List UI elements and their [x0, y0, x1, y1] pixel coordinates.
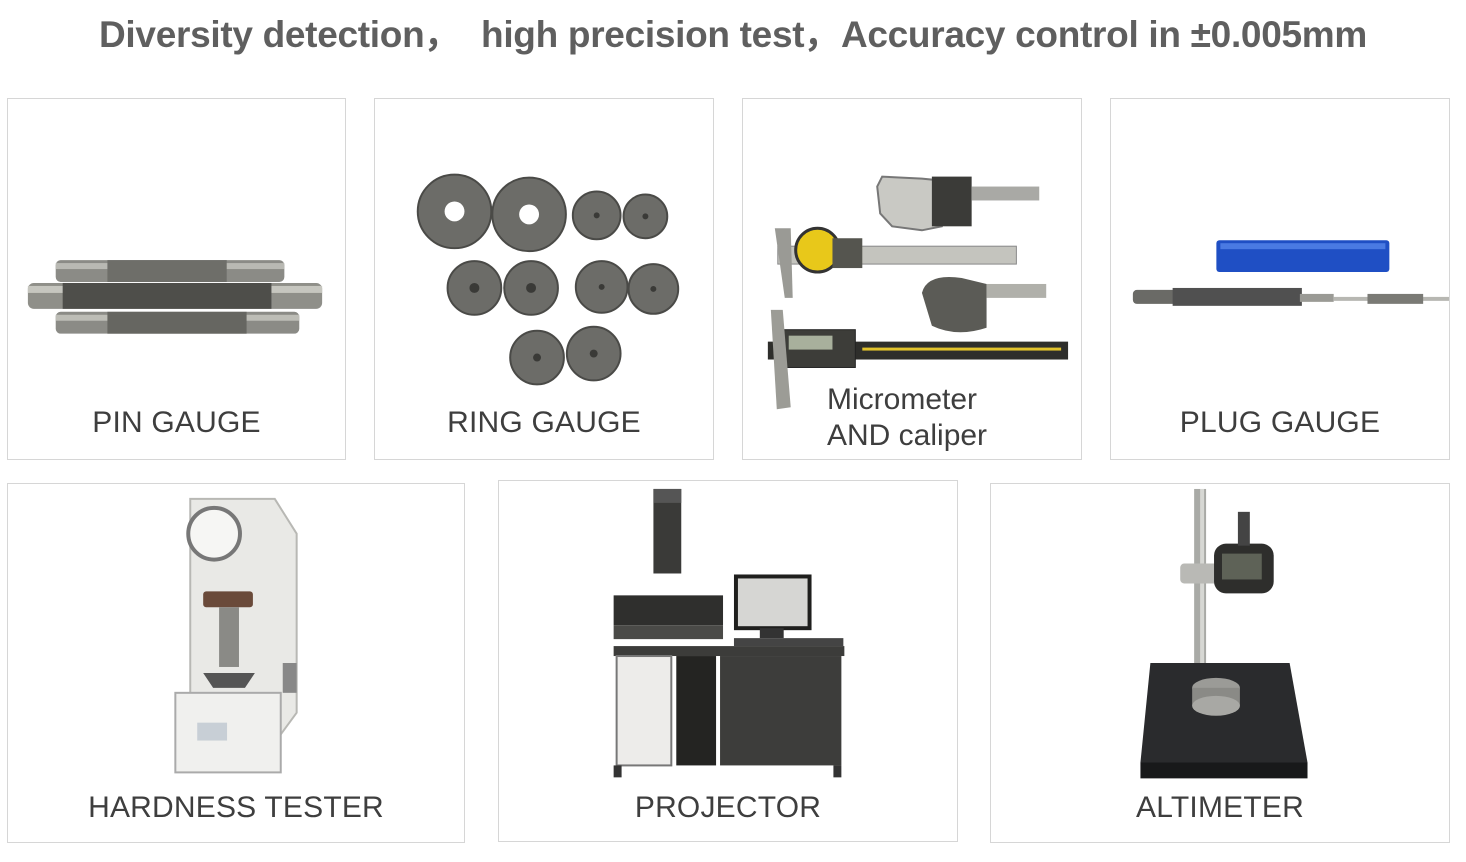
- headline: Diversity detection， high precision test…: [99, 14, 1367, 55]
- card-hardness-tester[interactable]: HARDNESS TESTER: [7, 483, 465, 843]
- card-projector[interactable]: PROJECTOR: [498, 480, 958, 842]
- plug-gauge-image: [1132, 240, 1449, 306]
- hardness-tester-image: [174, 497, 298, 774]
- card-pin-gauge[interactable]: PIN GAUGE: [7, 98, 346, 460]
- micrometer-caliper-image: [767, 175, 1069, 410]
- micrometer-label-line1: Micrometer: [827, 383, 978, 416]
- plug-gauge-label: PLUG GAUGE: [1179, 406, 1381, 439]
- ring-gauge-image: [416, 173, 680, 386]
- micrometer-label-line2: AND caliper: [827, 419, 988, 452]
- altimeter-label: ALTIMETER: [1136, 791, 1304, 824]
- pin-gauge-label: PIN GAUGE: [92, 406, 261, 439]
- pin-gauge-image: [27, 260, 323, 334]
- card-plug-gauge[interactable]: PLUG GAUGE: [1110, 98, 1450, 460]
- projector-image: [613, 488, 845, 778]
- ring-gauge-label: RING GAUGE: [447, 406, 641, 439]
- altimeter-image: [1140, 488, 1308, 779]
- projector-label: PROJECTOR: [634, 791, 822, 824]
- card-ring-gauge[interactable]: RING GAUGE: [374, 98, 714, 460]
- card-altimeter[interactable]: ALTIMETER: [990, 483, 1450, 843]
- card-micrometer-caliper[interactable]: Micrometer AND caliper: [742, 98, 1082, 460]
- hardness-tester-label: HARDNESS TESTER: [88, 791, 384, 824]
